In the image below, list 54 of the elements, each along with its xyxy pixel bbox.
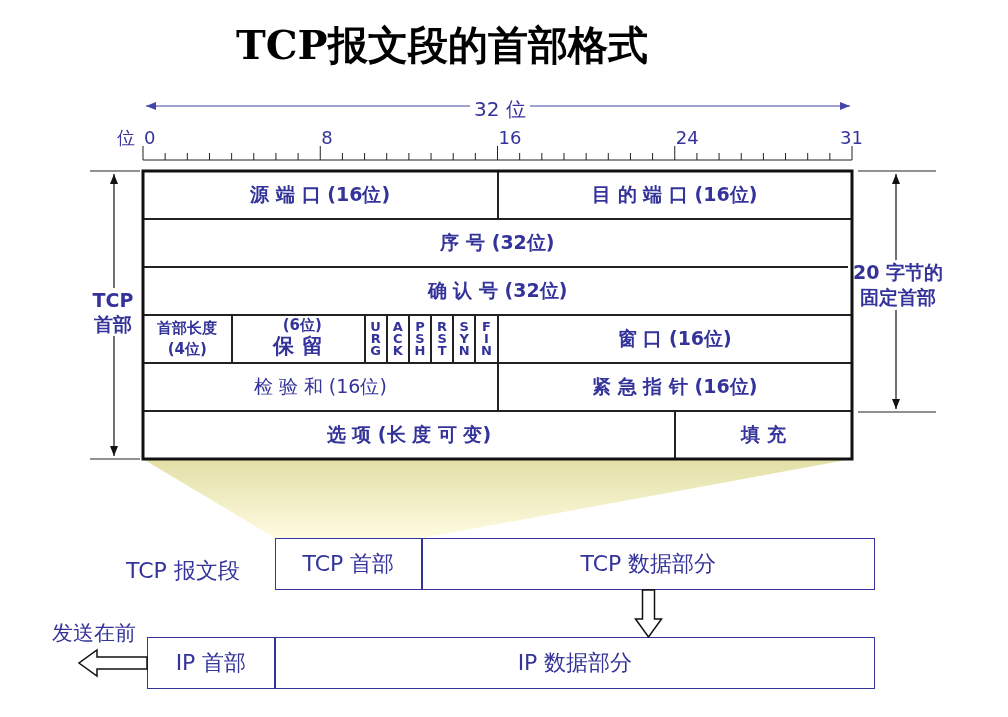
field-label: 源 端 口 (16位) — [250, 182, 391, 207]
field-label: 窗 口 (16位) — [617, 326, 732, 351]
segment-box — [422, 538, 875, 590]
flag-cell — [364, 315, 387, 363]
field-cell — [143, 363, 498, 411]
field-label: 保 留 — [273, 333, 323, 360]
flag-cell — [386, 315, 409, 363]
field-label: 紧 急 指 针 (16位) — [592, 374, 758, 399]
field-label: 检 验 和 (16位) — [253, 374, 387, 399]
field-cell — [674, 411, 852, 459]
field-cell — [497, 315, 852, 363]
field-label: 填 充 — [741, 422, 786, 447]
field-label: IP 首部 — [175, 649, 247, 677]
bit-number: 8 — [321, 127, 333, 148]
flag-name: PSH — [413, 321, 426, 357]
packet-box — [147, 637, 275, 689]
flag-name: URG — [369, 321, 382, 357]
field-cell — [143, 315, 232, 363]
field-label: 首部长度(4位) — [156, 318, 219, 360]
field-cell — [143, 411, 675, 459]
field-cell — [143, 171, 498, 219]
bit-number: 31 — [840, 127, 863, 148]
field-cell — [497, 363, 852, 411]
flag-cell — [475, 315, 498, 363]
flag-cell — [453, 315, 476, 363]
row-label: TCP 报文段 — [126, 557, 240, 585]
axis-unit-label: 位 — [117, 126, 135, 150]
bit-width-label: (6位) — [282, 316, 322, 335]
field-label: 序 号 (32位) — [440, 230, 555, 255]
segment-box — [275, 538, 422, 590]
flag-cell — [408, 315, 432, 363]
hollow-arrow — [634, 589, 663, 639]
flag-name: ACK — [391, 321, 404, 357]
field-label: TCP 数据部分 — [580, 550, 717, 578]
bit-number: 0 — [144, 127, 156, 148]
field-label: IP 数据部分 — [517, 649, 633, 677]
field-cell — [231, 315, 365, 363]
field-label: 目 的 端 口 (16位) — [592, 182, 758, 207]
flag-cell — [431, 315, 454, 363]
packet-box — [275, 637, 875, 689]
field-cell — [497, 171, 852, 219]
bit-number: 24 — [675, 127, 699, 148]
flag-name: RST — [436, 321, 449, 357]
field-cell — [143, 267, 852, 315]
field-label: TCP 首部 — [302, 550, 395, 578]
flag-name: SYN — [458, 321, 471, 357]
title: TCP报文段的首部格式 — [236, 20, 648, 70]
field-label: 确 认 号 (32位) — [427, 278, 568, 303]
field-cell — [143, 219, 852, 267]
hollow-arrow — [77, 648, 148, 678]
field-label: 选 项 (长 度 可 变) — [326, 422, 492, 447]
bit-number: 16 — [498, 127, 522, 148]
flag-name: FIN — [480, 321, 493, 357]
note-label: 发送在前 — [52, 620, 136, 647]
